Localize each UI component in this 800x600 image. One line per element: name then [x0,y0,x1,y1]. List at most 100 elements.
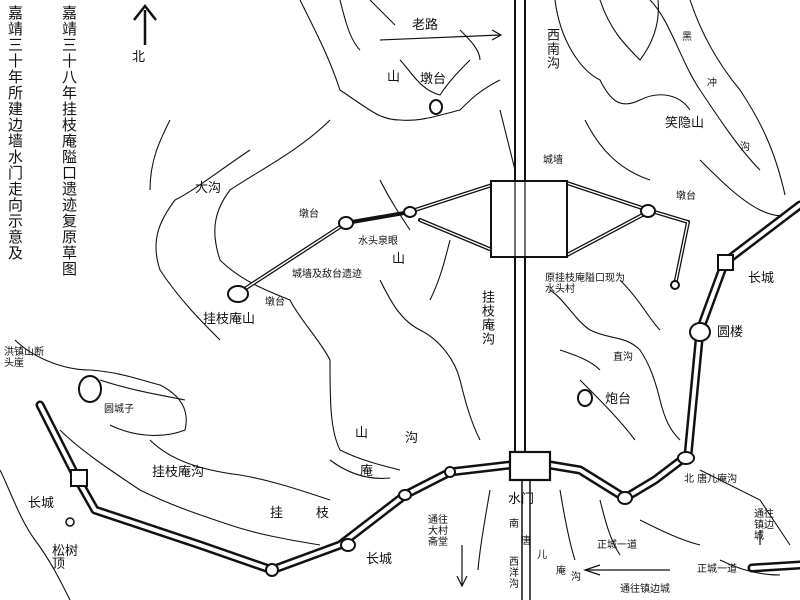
label-gou-low: 沟 [405,431,419,446]
songshu-marker [65,517,75,527]
label-yuanlou: 圆楼 [717,325,744,340]
pass-fortress [490,180,568,258]
ridge-line [369,0,396,26]
direction-arrows [379,29,761,588]
label-gua: 挂 [270,506,284,521]
label-shan-low: 山 [355,426,369,441]
great-wall [35,200,800,575]
tower-wall-4 [444,466,456,478]
label-tanger: 北 唐儿庵沟 [684,474,738,485]
ridge-line [579,379,636,441]
label-dagou: 大沟 [195,181,222,196]
label-changcheng-bottom: 长城 [366,552,393,567]
north-arrow [133,3,157,45]
ridge-line [149,439,331,501]
north-label: 北 [132,50,146,65]
label-zhigou: 直沟 [613,352,633,363]
label-xiaoyinshan: 笑隐山 [665,116,705,131]
tower-north-tanger [677,451,695,465]
ridge-line [689,0,786,196]
wall-inner [239,182,689,293]
label-guazhi-gou: 挂枝庵沟 [152,465,205,480]
ridge-line [549,289,681,441]
ridge-line [559,489,576,561]
label-shan-top: 山 [387,70,401,85]
label-shuitou: 水头泉眼 [358,236,398,247]
label-shan-mid: 山 [392,252,406,267]
towers [70,99,734,577]
ridge-line [584,119,651,181]
water-gate [508,450,552,482]
label-guazhi-gou-vert: 挂枝庵沟 [479,290,494,346]
label-zhengcheng2: 正城一道 [697,564,737,575]
tower-wall-2 [340,538,356,552]
tower-yuanlou [689,322,711,342]
label-songshu: 松树顶 [52,544,79,572]
duntai-top-fort [429,99,443,115]
tower-right [640,204,656,218]
ridge-line [339,0,361,51]
label-xinangou: 西南沟 [544,28,559,70]
great-wall-inner [38,203,800,572]
ridge-line [559,349,601,371]
ridge-line [459,29,481,61]
label-hongzhen: 洪镇山断头崖 [4,347,44,369]
title-right: 嘉靖三十八年挂枝庵隘口遗迹复原草图 [60,5,78,277]
yuancheng-fort [78,375,102,403]
label-gou-right: 沟 [740,142,750,153]
ridge-line [155,149,251,341]
label-yuancheng: 圆城子 [104,404,134,415]
ridge-line [149,119,171,191]
label-zhong: 冲 [707,78,717,89]
tower-mid [403,206,417,218]
label-orig-pass: 原挂枝庵隘口现为水头村 [545,273,625,295]
ridge-line [429,239,451,301]
label-nan: 南 [509,519,519,530]
label-paotai: 炮台 [605,392,632,407]
label-an2: 庵 [556,566,566,577]
gate-stream [521,480,531,600]
ridge-line [299,0,501,121]
label-zhengcheng1: 正城一道 [597,540,637,551]
tower-shuitou [338,216,354,230]
label-changcheng-right: 长城 [748,271,775,286]
label-tongwang-right: 通往镇边城 [754,509,774,542]
tower-lower [617,491,633,505]
ridge-line [14,339,187,436]
ridge-line [649,0,761,171]
tower-wall [398,489,412,501]
ridge-line [599,499,621,556]
label-duntai-right: 墩台 [676,191,696,202]
label-chengqiang: 城墙 [543,155,563,166]
label-er: 儿 [537,550,547,561]
label-zhi: 枝 [316,506,330,521]
label-tang: 唐 [521,536,531,547]
tower-end [670,280,680,290]
label-taihe: 通往大村斋堂 [428,515,448,548]
ridge-line [477,489,491,571]
ridge-line [639,519,701,546]
label-duntai-low: 墩台 [265,297,285,308]
wall-square-right [717,254,734,271]
label-gou2: 沟 [571,572,581,583]
label-hei: 黑 [682,32,692,43]
ridge-line [499,109,516,171]
ridge-line [329,459,391,479]
label-an-low: 庵 [360,464,374,479]
ridge-line [599,0,659,61]
ridge-line [619,279,661,331]
ridge-line [379,279,481,441]
label-ruins: 城墙及敌台遗迹 [292,269,362,280]
tower-guazhi [227,285,249,303]
ridge-line [699,159,800,217]
label-laolu: 老路 [412,18,439,33]
ridge-line [99,379,186,401]
label-duntai-mid: 墩台 [299,209,319,220]
ridge-line [214,119,401,471]
label-duntai-top: 墩台 [420,72,447,87]
label-changcheng-left: 长城 [28,496,55,511]
label-tongwang-bottom: 通往镇边城 [620,584,670,595]
label-guazhi-shan: 挂枝庵山 [203,312,256,327]
